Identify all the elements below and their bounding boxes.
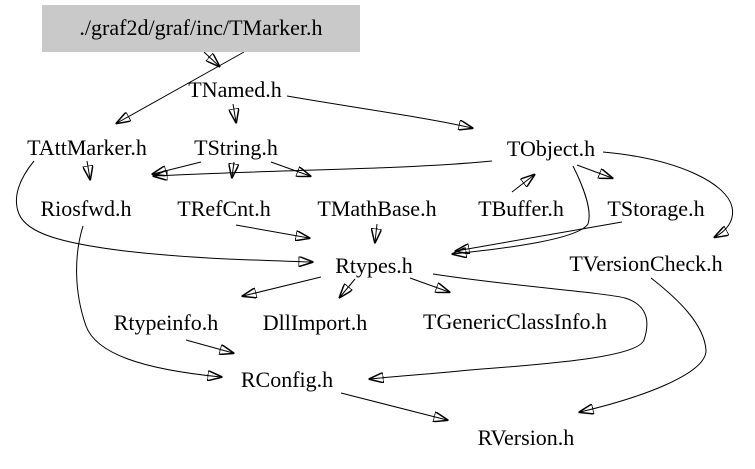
node-tmathbase[interactable]: TMathBase.h bbox=[317, 195, 437, 221]
edge-riosfwd-rconfig bbox=[76, 225, 221, 377]
edge-rtypes-rtypeinfo bbox=[243, 276, 322, 296]
edge-tmarker-tnamed bbox=[203, 51, 219, 66]
edge-rconfig-rversion bbox=[340, 392, 447, 420]
edge-tmathbase-rtypes bbox=[375, 223, 377, 242]
node-tgenericclassinfo[interactable]: TGenericClassInfo.h bbox=[423, 308, 607, 334]
edge-rtypes-tgenericclassinfo bbox=[409, 277, 449, 292]
node-trefcnt[interactable]: TRefCnt.h bbox=[177, 195, 271, 221]
edge-tobject-rtypes bbox=[453, 165, 590, 254]
edge-tnamed-tobject bbox=[286, 95, 472, 128]
node-tmarker-root: ./graf2d/graf/inc/TMarker.h bbox=[42, 5, 360, 52]
edge-rtypes-dllimport bbox=[340, 278, 356, 297]
edge-tstring-riosfwd bbox=[153, 161, 202, 174]
edge-rtypeinfo-rconfig bbox=[185, 339, 233, 353]
node-tnamed[interactable]: TNamed.h bbox=[188, 76, 282, 102]
edge-tstring-trefcnt bbox=[232, 161, 234, 177]
edge-tstring-tmathbase bbox=[270, 161, 310, 176]
edge-tnamed-tstring bbox=[233, 103, 236, 122]
edge-tattmarker-rtypes bbox=[15, 160, 312, 262]
node-rversion[interactable]: RVersion.h bbox=[477, 424, 575, 450]
node-riosfwd[interactable]: Riosfwd.h bbox=[40, 195, 132, 221]
edge-tobject-tstorage bbox=[576, 164, 612, 178]
edge-rtypes-rconfig bbox=[370, 273, 648, 379]
node-tobject[interactable]: TObject.h bbox=[506, 135, 596, 161]
node-tstorage[interactable]: TStorage.h bbox=[607, 195, 705, 221]
edge-trefcnt-rtypes bbox=[235, 224, 309, 238]
edge-tattmarker-riosfwd bbox=[87, 160, 90, 179]
node-rtypeinfo[interactable]: Rtypeinfo.h bbox=[113, 309, 219, 335]
node-rconfig[interactable]: RConfig.h bbox=[240, 366, 334, 392]
edge-tmarker-tattmarker bbox=[117, 51, 245, 123]
node-tstring[interactable]: TString.h bbox=[194, 134, 278, 160]
edge-tstorage-rtypes bbox=[456, 221, 623, 251]
edge-tobject-riosfwd bbox=[154, 160, 493, 176]
node-tattmarker[interactable]: TAttMarker.h bbox=[27, 134, 147, 160]
node-rtypes[interactable]: Rtypes.h bbox=[335, 252, 413, 278]
node-tversioncheck[interactable]: TVersionCheck.h bbox=[569, 250, 723, 276]
edge-tversioncheck-rversion bbox=[580, 277, 707, 412]
edge-tbuffer-tobject bbox=[511, 175, 534, 193]
node-tbuffer[interactable]: TBuffer.h bbox=[478, 195, 564, 221]
edge-tobject-tversioncheck bbox=[602, 151, 734, 237]
node-dllimport[interactable]: DllImport.h bbox=[262, 309, 368, 335]
